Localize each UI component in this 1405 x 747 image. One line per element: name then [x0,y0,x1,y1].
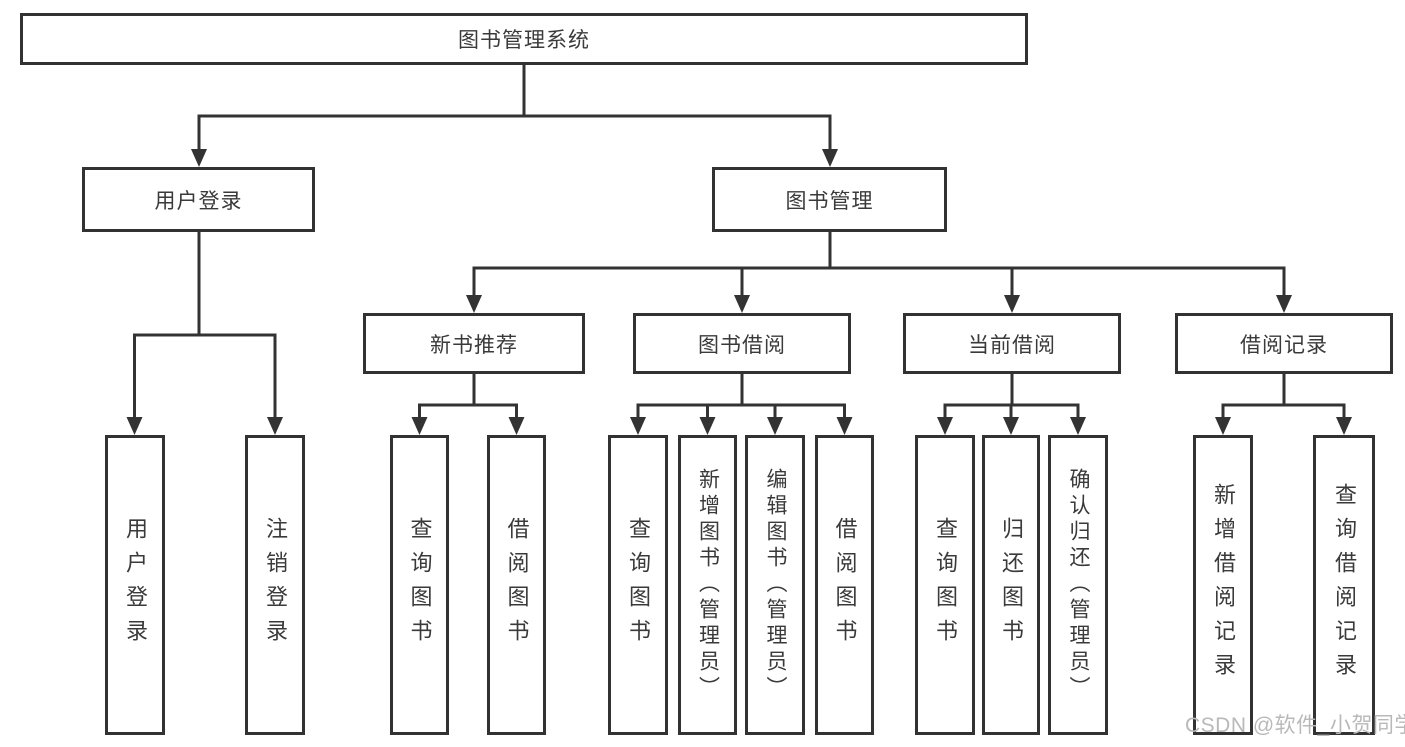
arrowhead-icon [836,417,853,435]
csdn-watermark: CSDN @软件_小贺同学 [1185,714,1405,737]
arrowhead-icon [411,417,428,435]
arrowhead-icon [508,417,525,435]
arrowheads [126,149,1352,435]
connector-root-to-level2 [197,64,832,163]
node-root-library-system: 图书管理系统 [20,13,1028,65]
connector-book-management-rail [472,232,1286,309]
arrowhead-icon [822,149,838,167]
arrowhead-icon [1070,417,1086,435]
node-current-borrow: 当前借阅 [903,313,1121,374]
leaf-confirm-return-admin: 确认归还（管理员） [1048,435,1108,735]
leaf-edit-book-admin: 编辑图书（管理员） [745,435,805,735]
node-borrow-record: 借阅记录 [1175,313,1393,374]
leaf-query-books-current: 查询图书 [915,435,975,735]
arrowhead-icon [1215,417,1231,435]
arrowhead-icon [1336,417,1352,435]
leaf-borrow-books-recommend: 借阅图书 [487,435,546,735]
arrowhead-icon [1004,295,1020,313]
leaf-user-login: 用户登录 [105,435,165,735]
node-book-management: 图书管理 [712,167,947,232]
arrowhead-icon [126,417,143,435]
leaf-add-borrow-record: 新增借阅记录 [1193,435,1253,735]
leaf-query-books-recommend: 查询图书 [390,435,449,735]
leaf-query-books-borrow: 查询图书 [608,435,668,735]
node-user-login: 用户登录 [82,167,315,232]
arrowhead-icon [1003,417,1019,435]
leaf-borrow-books: 借阅图书 [815,435,874,735]
arrowhead-icon [699,417,716,435]
arrowhead-icon [767,417,783,435]
arrowhead-icon [937,417,953,435]
leaf-query-borrow-record: 查询借阅记录 [1313,435,1375,735]
leaf-logout: 注销登录 [245,435,305,735]
connector-new-book-branch [418,374,518,431]
node-new-book-recommend: 新书推荐 [363,313,585,374]
connector-book-borrow-branch [636,374,846,431]
arrowhead-icon [734,295,750,313]
connector-user-login-branch [133,232,277,431]
arrowhead-icon [630,417,646,435]
arrowhead-icon [466,295,482,313]
arrowhead-icon [191,149,207,167]
arrowhead-icon [1276,295,1292,313]
node-book-borrow: 图书借阅 [633,313,851,374]
leaf-return-books: 归还图书 [982,435,1040,735]
leaf-add-book-admin: 新增图书（管理员） [678,435,737,735]
arrowhead-icon [267,417,283,435]
connector-borrow-record-branch [1221,374,1346,431]
